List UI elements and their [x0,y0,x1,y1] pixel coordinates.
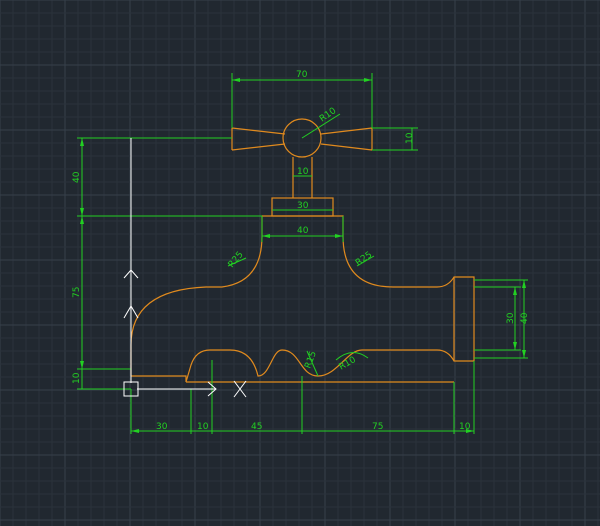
dim-left-top-height: 40 [72,171,82,183]
dim-top-width: 70 [296,70,308,80]
dim-spout-inner-height: 30 [506,312,516,324]
handle-right-wing[interactable] [320,127,373,151]
ucs-y-arrow-icon [123,269,139,279]
dim-bottom-45: 45 [251,422,262,432]
dim-bottom-75: 75 [372,422,383,432]
ucs-x-letter-stroke-2 [233,380,247,398]
faucet-body-outline[interactable] [130,215,475,383]
dim-collar-width: 30 [297,201,309,211]
handle-left-wing[interactable] [231,127,286,151]
dim-spout-outer-height: 40 [520,312,530,324]
stem[interactable] [292,157,313,198]
dim-left-bottom-height: 10 [72,372,82,384]
dim-left-body-height: 75 [72,287,82,298]
dim-bottom-30: 30 [156,422,168,432]
ucs-y-arrow-icon-2 [123,305,139,319]
handle-hub-circle[interactable] [282,118,322,158]
dim-neck-width: 40 [297,226,309,236]
faucet-geometry[interactable] [130,118,475,383]
dim-stem-width: 10 [297,167,309,177]
dim-bottom-10a: 10 [197,422,209,432]
ucs-origin-box [123,381,139,397]
dim-handle-thickness: 10 [405,132,415,144]
ucs-x-arrow-icon [207,381,217,397]
ucs-icon [123,138,247,398]
dimension-arrows [80,78,526,433]
dimension-lines[interactable] [77,73,528,434]
dim-bottom-10b: 10 [459,422,471,432]
